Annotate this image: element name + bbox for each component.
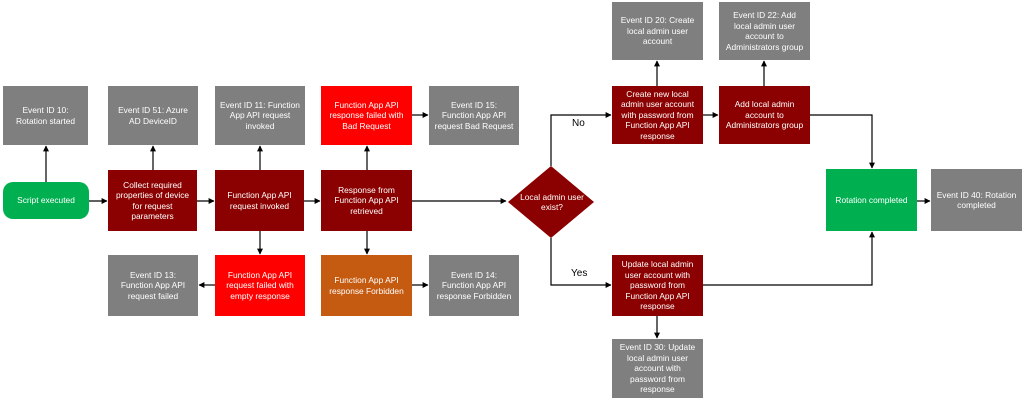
event-14-box: Event ID 14: Function App API response F… (429, 255, 519, 316)
arrow-update-to-completed (703, 231, 875, 286)
collect-properties-box: Collect required properties of device fo… (108, 170, 197, 231)
event-22-box: Event ID 22: Add local admin user accoun… (719, 2, 810, 60)
event-30-box: Event ID 30: Update local admin user acc… (612, 339, 703, 398)
create-user-box: Create new local admin user account with… (612, 86, 703, 144)
event-11-box: Event ID 11: Function App API request in… (215, 86, 305, 145)
response-retrieved-box: Response from Function App API retrieved (321, 170, 412, 231)
rotation-completed-box: Rotation completed (826, 169, 917, 231)
event-20-box: Event ID 20: Create local admin user acc… (612, 2, 703, 60)
forbidden-box: Function App API response Forbidden (321, 255, 412, 316)
edge-label-no: No (572, 118, 585, 129)
arrow-add-to-completed (810, 114, 875, 169)
api-request-invoked-box: Function App API request invoked (215, 170, 304, 231)
update-user-box: Update local admin user account with pas… (612, 255, 703, 316)
arrow-decision-yes (550, 238, 612, 288)
bad-request-box: Function App API response failed with Ba… (321, 86, 412, 145)
script-executed-box: Script executed (3, 182, 89, 219)
edge-label-yes: Yes (571, 268, 588, 279)
event-40-box: Event ID 40: Rotation completed (931, 169, 1022, 231)
arrow-decision-no (550, 112, 612, 166)
add-admin-box: Add local admin account to Administrator… (719, 86, 810, 144)
event-51-box: Event ID 51: Azure AD DeviceID (108, 86, 198, 145)
decision-diamond (508, 166, 594, 238)
failed-empty-box: Function App API request failed with emp… (215, 255, 305, 316)
decision-label: Local admin user exist? (520, 191, 584, 213)
event-10-box: Event ID 10: Rotation started (3, 86, 88, 145)
event-13-box: Event ID 13: Function App API request fa… (108, 255, 198, 316)
event-15-box: Event ID 15: Function App API request Ba… (429, 86, 519, 145)
